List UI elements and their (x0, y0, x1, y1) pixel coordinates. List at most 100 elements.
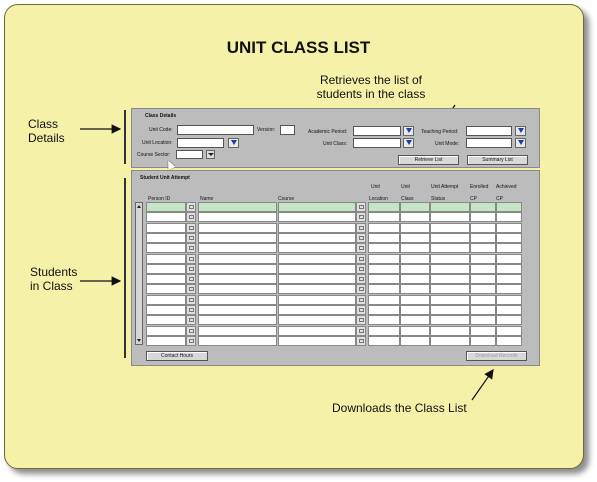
enrolled-cp-cell[interactable] (470, 232, 496, 243)
name-cell[interactable] (198, 222, 277, 233)
table-row[interactable] (146, 335, 522, 346)
course-lov-icon[interactable] (356, 202, 366, 212)
unit-attempt-status-cell[interactable] (430, 232, 470, 243)
person-id-cell[interactable] (146, 305, 186, 315)
course-cell[interactable] (278, 243, 356, 254)
name-cell[interactable] (198, 243, 277, 254)
unit-location-cell[interactable] (368, 263, 400, 274)
person-id-cell[interactable] (146, 274, 186, 285)
unit-class-cell[interactable] (400, 305, 430, 315)
unit-class-cell[interactable] (400, 315, 430, 326)
table-row[interactable] (146, 202, 522, 212)
course-lov-icon[interactable] (356, 305, 366, 315)
course-cell[interactable] (278, 232, 356, 243)
unit-code-input[interactable] (177, 125, 254, 135)
enrolled-cp-cell[interactable] (470, 222, 496, 233)
person-lov-icon[interactable] (186, 253, 196, 264)
table-row[interactable] (146, 263, 522, 274)
unit-class-cell[interactable] (400, 222, 430, 233)
unit-class-cell[interactable] (400, 212, 430, 223)
unit-attempt-status-cell[interactable] (430, 325, 470, 336)
course-cell[interactable] (278, 325, 356, 336)
achieved-cp-cell[interactable] (496, 232, 522, 243)
enrolled-cp-cell[interactable] (470, 315, 496, 326)
unit-location-lov-icon[interactable] (228, 138, 239, 148)
person-lov-icon[interactable] (186, 212, 196, 223)
enrolled-cp-cell[interactable] (470, 243, 496, 254)
course-lov-icon[interactable] (356, 253, 366, 264)
achieved-cp-cell[interactable] (496, 274, 522, 285)
name-cell[interactable] (198, 284, 277, 295)
unit-location-cell[interactable] (368, 243, 400, 254)
course-cell[interactable] (278, 212, 356, 223)
table-row[interactable] (146, 212, 522, 223)
unit-location-cell[interactable] (368, 222, 400, 233)
person-lov-icon[interactable] (186, 222, 196, 233)
unit-class-lov-icon[interactable] (403, 138, 414, 148)
course-cell[interactable] (278, 253, 356, 264)
unit-location-cell[interactable] (368, 315, 400, 326)
course-lov-icon[interactable] (356, 222, 366, 233)
unit-location-input[interactable] (177, 138, 224, 148)
course-cell[interactable] (278, 263, 356, 274)
course-cell[interactable] (278, 305, 356, 315)
course-cell[interactable] (278, 335, 356, 346)
unit-class-cell[interactable] (400, 202, 430, 212)
unit-attempt-status-cell[interactable] (430, 243, 470, 254)
unit-mode-input[interactable] (466, 138, 512, 148)
academic-period-input[interactable] (353, 126, 401, 136)
unit-location-cell[interactable] (368, 202, 400, 212)
unit-location-cell[interactable] (368, 305, 400, 315)
unit-attempt-status-cell[interactable] (430, 315, 470, 326)
enrolled-cp-cell[interactable] (470, 274, 496, 285)
academic-period-lov-icon[interactable] (403, 126, 414, 136)
enrolled-cp-cell[interactable] (470, 305, 496, 315)
person-id-cell[interactable] (146, 315, 186, 326)
course-lov-icon[interactable] (356, 232, 366, 243)
unit-class-input[interactable] (353, 138, 401, 148)
table-row[interactable] (146, 294, 522, 305)
unit-location-cell[interactable] (368, 253, 400, 264)
enrolled-cp-cell[interactable] (470, 335, 496, 346)
course-sector-select[interactable] (176, 150, 203, 159)
person-lov-icon[interactable] (186, 305, 196, 315)
course-lov-icon[interactable] (356, 325, 366, 336)
unit-class-cell[interactable] (400, 325, 430, 336)
unit-location-cell[interactable] (368, 294, 400, 305)
course-lov-icon[interactable] (356, 212, 366, 223)
course-lov-icon[interactable] (356, 294, 366, 305)
person-id-cell[interactable] (146, 335, 186, 346)
course-cell[interactable] (278, 202, 356, 212)
name-cell[interactable] (198, 212, 277, 223)
unit-attempt-status-cell[interactable] (430, 202, 470, 212)
table-row[interactable] (146, 325, 522, 336)
enrolled-cp-cell[interactable] (470, 325, 496, 336)
unit-location-cell[interactable] (368, 274, 400, 285)
achieved-cp-cell[interactable] (496, 284, 522, 295)
unit-location-cell[interactable] (368, 284, 400, 295)
version-input[interactable] (280, 125, 295, 135)
unit-attempt-status-cell[interactable] (430, 212, 470, 223)
achieved-cp-cell[interactable] (496, 325, 522, 336)
name-cell[interactable] (198, 274, 277, 285)
course-cell[interactable] (278, 294, 356, 305)
unit-class-cell[interactable] (400, 253, 430, 264)
enrolled-cp-cell[interactable] (470, 263, 496, 274)
enrolled-cp-cell[interactable] (470, 212, 496, 223)
name-cell[interactable] (198, 305, 277, 315)
person-lov-icon[interactable] (186, 335, 196, 346)
course-cell[interactable] (278, 315, 356, 326)
teaching-period-input[interactable] (466, 126, 512, 136)
person-lov-icon[interactable] (186, 325, 196, 336)
person-lov-icon[interactable] (186, 274, 196, 285)
achieved-cp-cell[interactable] (496, 294, 522, 305)
achieved-cp-cell[interactable] (496, 202, 522, 212)
name-cell[interactable] (198, 263, 277, 274)
course-lov-icon[interactable] (356, 284, 366, 295)
person-lov-icon[interactable] (186, 243, 196, 254)
vertical-scrollbar[interactable] (135, 202, 143, 345)
name-cell[interactable] (198, 202, 277, 212)
achieved-cp-cell[interactable] (496, 263, 522, 274)
achieved-cp-cell[interactable] (496, 305, 522, 315)
table-row[interactable] (146, 305, 522, 315)
